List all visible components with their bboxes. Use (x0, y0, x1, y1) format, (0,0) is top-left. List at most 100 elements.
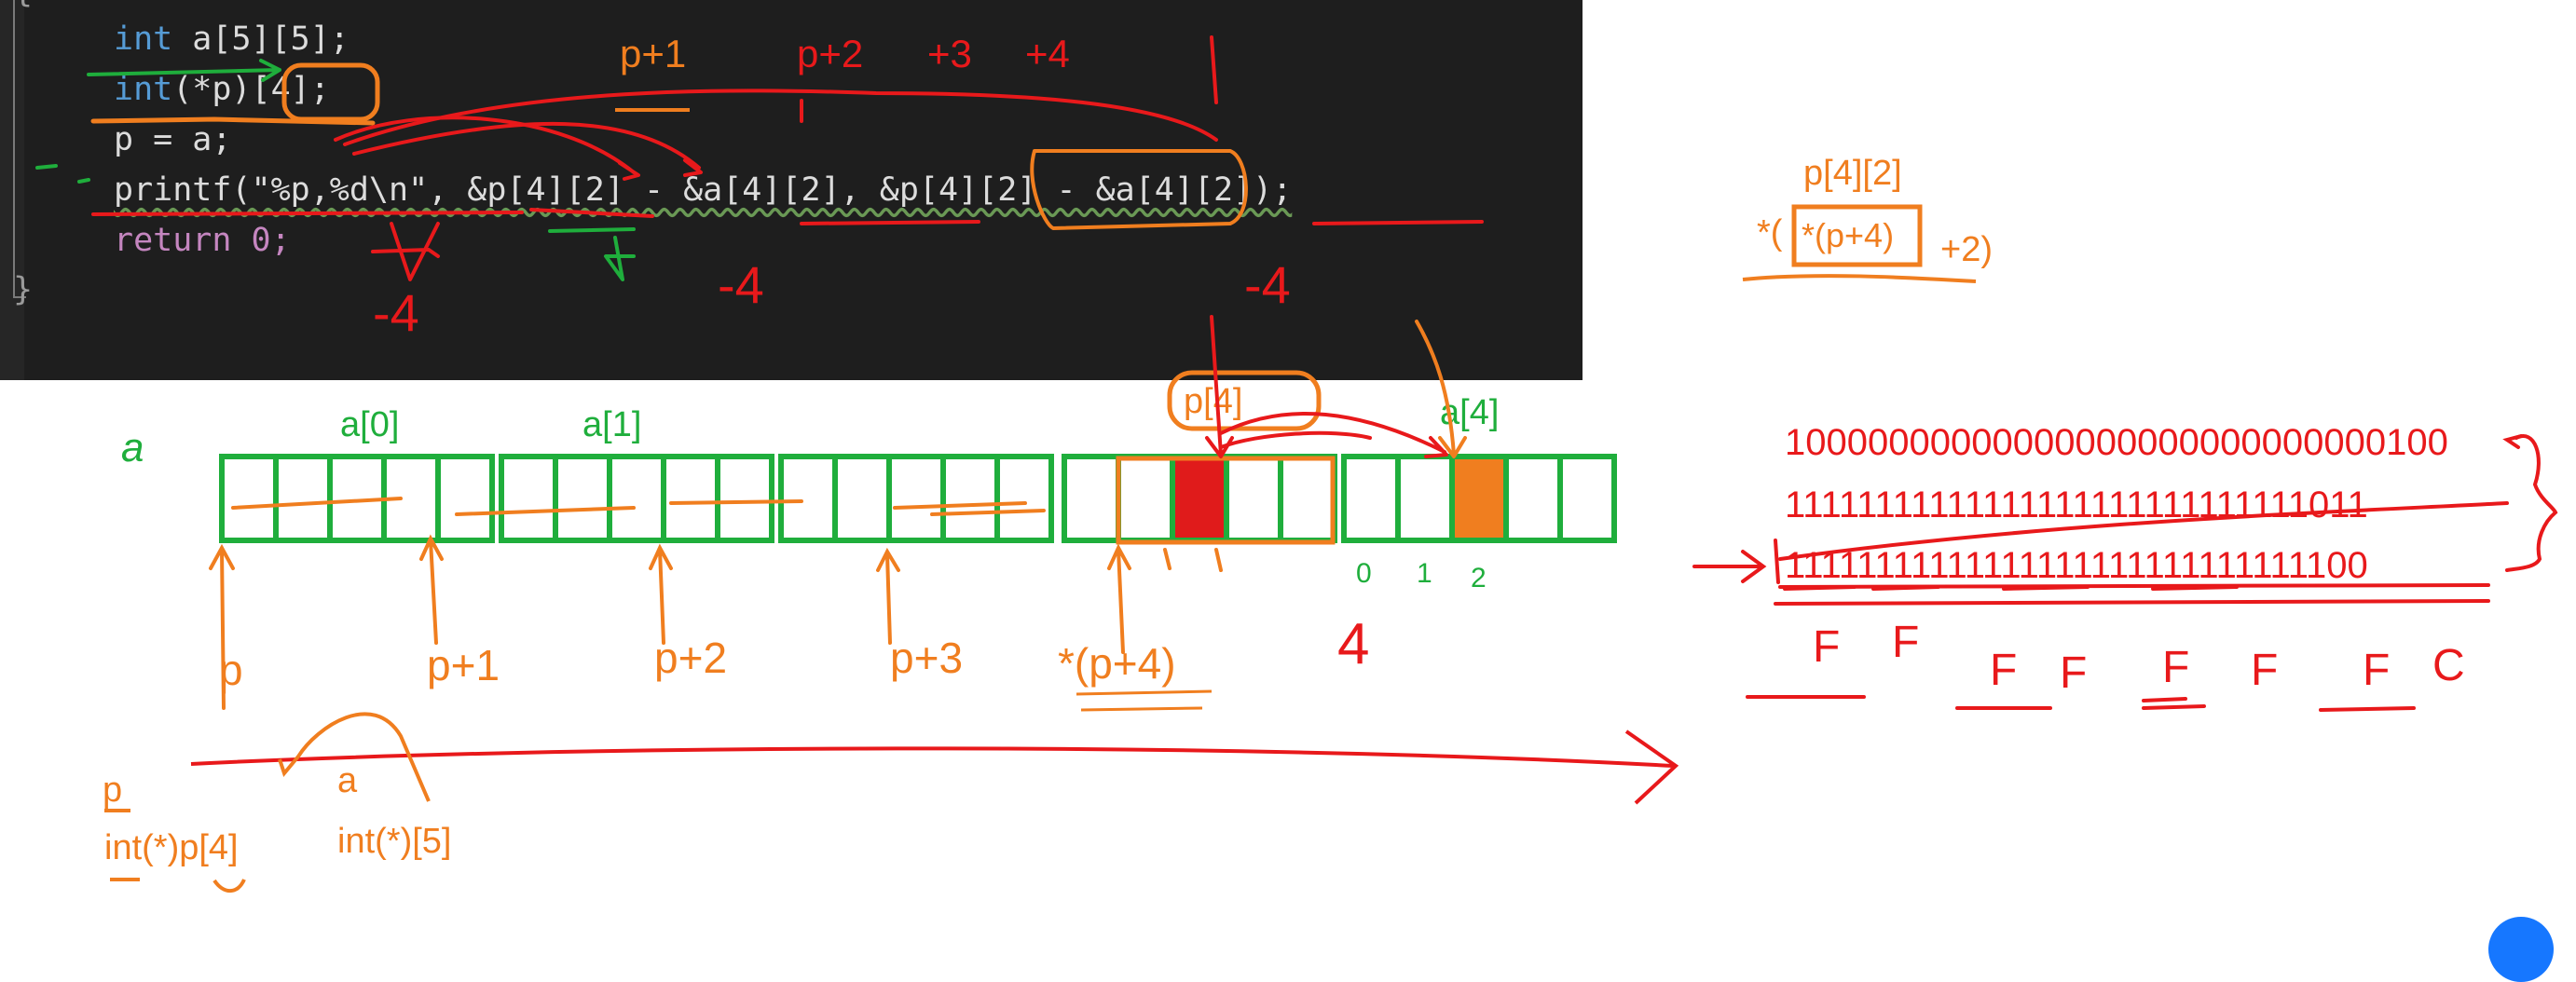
pointer-label-p1: p+1 (427, 641, 500, 689)
decl-dimension-circle (281, 62, 380, 122)
index-label-2: 2 (1471, 563, 1487, 593)
code-annotation-p4: +4 (1025, 32, 1070, 75)
floating-action-button[interactable] (2488, 917, 2554, 982)
code-guide-line (1210, 35, 1218, 104)
pointer-label-deref-p4: *(p+4) (1058, 639, 1176, 688)
memory-cell (1278, 454, 1337, 543)
formula-close: +2) (1940, 230, 1993, 269)
memory-cell (1341, 454, 1401, 543)
editor-gutter (0, 0, 24, 380)
decl-p-var: p (103, 771, 122, 810)
memory-cell (553, 454, 612, 543)
neg4-right: -4 (1244, 255, 1291, 314)
code-line-3: p = a; (114, 121, 232, 158)
printf-underline-3 (1312, 220, 1484, 225)
memory-cell (994, 454, 1054, 543)
red-sketch-mark (371, 222, 440, 281)
code-line-2: int(*p)[4]; (114, 64, 330, 115)
memory-cell (778, 454, 838, 543)
binary-row-1: 10000000000000000000000000000100 (1785, 422, 2448, 463)
code-line-5: return 0; (114, 222, 291, 259)
formula-boxed: *(p+4) (1802, 216, 1894, 254)
hex-letter: F (2363, 646, 2390, 695)
memory-cell (940, 454, 1000, 543)
pointer-arrows (209, 534, 1223, 710)
hex-letter: F (2060, 648, 2087, 698)
array-name-label: a (121, 425, 144, 471)
pointer-label-p: p (219, 646, 243, 694)
formula-underline (1742, 274, 1977, 283)
green-dash-marks (35, 164, 90, 184)
green-pointer-arrow (87, 59, 281, 82)
second-red-arc (352, 121, 703, 177)
decl-p-type: int(*)p[4] (104, 828, 239, 867)
p4-bubble (1167, 370, 1322, 431)
formula-box (1791, 204, 1923, 267)
memory-cell (219, 454, 279, 543)
hex-letter: F (1813, 622, 1840, 672)
memory-cell (832, 454, 892, 543)
neg4-middle: -4 (718, 255, 764, 314)
hex-letter: F (1892, 618, 1919, 667)
index-label-1: 1 (1417, 558, 1432, 589)
memory-cell (886, 454, 946, 543)
pointer-label-p3: p+3 (890, 634, 963, 682)
formula-title: p[4][2] (1803, 154, 1902, 193)
memory-cell (1395, 454, 1455, 543)
printf-underline (91, 208, 654, 218)
code-annotation-p1: p+1 (620, 32, 686, 75)
p-to-index-arrow (334, 116, 640, 181)
arrow-minor (1219, 430, 1372, 449)
arrow-to-a42 (1219, 411, 1448, 458)
fold-guide-end (13, 296, 26, 298)
memory-cell (1062, 454, 1121, 543)
memory-cell (1170, 454, 1229, 543)
code-annotation-p3: +3 (927, 32, 972, 75)
memory-cell (1116, 454, 1175, 543)
memory-cell (607, 454, 666, 543)
code-keyword: int (114, 20, 173, 58)
row-label-a0: a[0] (340, 405, 399, 444)
memory-cell (1557, 454, 1617, 543)
hex-letter: F (1990, 646, 2017, 695)
index-label-0: 0 (1356, 558, 1372, 589)
code-line-4: printf("%p,%d\n", &p[4][2] - &a[4][2], &… (114, 171, 1293, 209)
memory-cell (1449, 454, 1509, 543)
long-red-arc (343, 89, 1218, 146)
address-direction-arrow (190, 730, 1679, 805)
decl-underline (90, 116, 376, 126)
orange-hump (278, 712, 431, 802)
decl-a-type: int(*)[5] (337, 822, 451, 861)
expression-circle (1030, 149, 1248, 230)
neg4-left: -4 (373, 283, 419, 342)
fold-guide (13, 0, 15, 296)
binary-row-3: 11111111111111111111111111111100 (1785, 545, 2368, 586)
formula-open: *( (1757, 213, 1783, 252)
memory-cell (435, 454, 495, 543)
memory-cell (1224, 454, 1283, 543)
green-arrow-mark (548, 227, 636, 281)
pointer-label-p2: p+2 (654, 634, 727, 682)
code-annotation-p2: p+2 (797, 32, 863, 75)
code-highlight-marks (35, 35, 1484, 281)
memory-cell (1503, 454, 1563, 543)
printf-underline-2 (800, 220, 980, 225)
row-strike-lines (231, 497, 1046, 516)
code-line-2-rest: (*p)[4]; (172, 71, 330, 108)
row-label-a1: a[1] (582, 405, 641, 444)
hex-letter: C (2432, 641, 2465, 690)
annotation-overlay: p+1 p+2 +3 +4 -4 -4 -4 p[4][2] *( *(p+4)… (35, 32, 2558, 893)
memory-cell (499, 454, 558, 543)
hex-letter: F (2251, 646, 2278, 695)
decl-a-var: a (337, 761, 358, 800)
code-line-1-rest: a[5][5]; (192, 20, 349, 58)
binary-row-2: 11111111111111111111111111111011 (1785, 484, 2368, 525)
hex-letter: F (2162, 643, 2189, 692)
close-brace: } (13, 271, 34, 308)
offset-four: 4 (1337, 612, 1369, 676)
binary-annotations (1692, 434, 2558, 712)
memory-cell (661, 454, 720, 543)
code-keyword: int (114, 71, 173, 108)
p4-window-outline (1116, 456, 1336, 545)
